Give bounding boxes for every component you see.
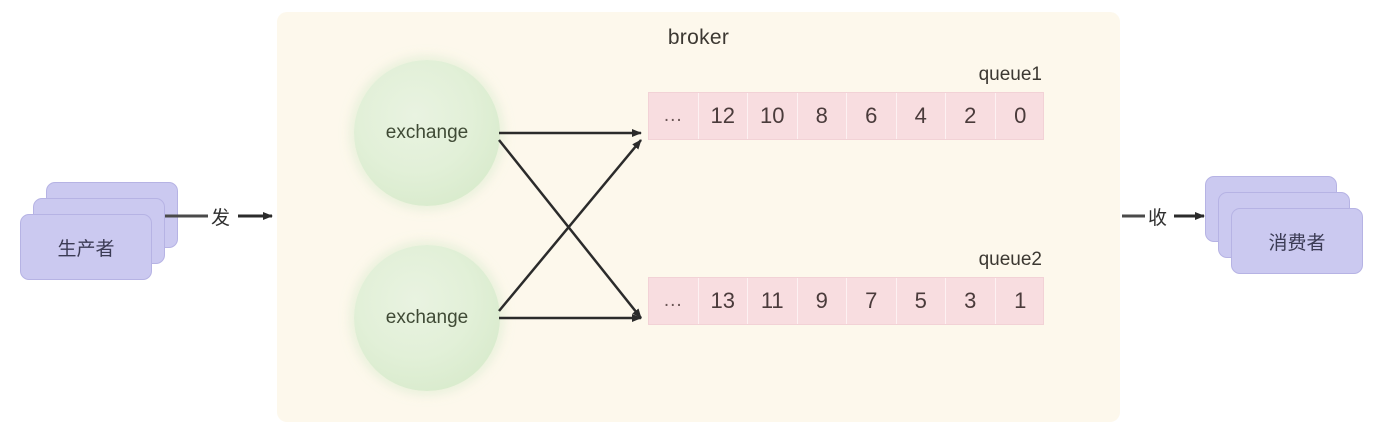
queue-cell: 2 xyxy=(946,93,996,139)
queue-cell: 7 xyxy=(847,278,897,324)
producer-node[interactable]: 生产者 xyxy=(20,182,180,286)
exchange-bottom-label: exchange xyxy=(385,307,469,328)
queue-cell: 9 xyxy=(798,278,847,324)
queue-cell: 1 xyxy=(1014,288,1027,313)
queue-cell: 8 xyxy=(798,93,847,139)
queue1-title: queue1 xyxy=(978,64,1042,85)
producer-card-front: 生产者 xyxy=(20,214,152,280)
arrow-exchange-bottom-to-queue1 xyxy=(498,139,642,312)
queue-cell: 3 xyxy=(946,278,996,324)
exchange-top-node[interactable]: exchange xyxy=(354,60,500,206)
broker-title: broker xyxy=(667,26,730,49)
queue-cell: 6 xyxy=(847,93,897,139)
queue-cell: 4 xyxy=(897,93,946,139)
arrow-exchange-top-to-queue2 xyxy=(498,139,642,319)
queue-cell: 11 xyxy=(748,278,798,324)
consumer-node[interactable]: 消费者 xyxy=(1205,176,1365,280)
queue-cell: ... xyxy=(649,93,699,139)
queue2-title: queue2 xyxy=(978,249,1042,270)
queue-cell: 0 xyxy=(1014,103,1027,128)
queue-cell: 13 xyxy=(699,278,748,324)
send-edge-label: 发 xyxy=(211,208,231,229)
queue-cell: ... xyxy=(649,278,699,324)
queue-cell: 12 xyxy=(699,93,748,139)
exchange-top-label: exchange xyxy=(385,122,469,143)
queue-cell: 10 xyxy=(748,93,798,139)
exchange-bottom-node[interactable]: exchange xyxy=(354,245,500,391)
consumer-card-front: 消费者 xyxy=(1231,208,1363,274)
receive-edge-label: 收 xyxy=(1148,208,1168,229)
queue-cell: 5 xyxy=(897,278,946,324)
